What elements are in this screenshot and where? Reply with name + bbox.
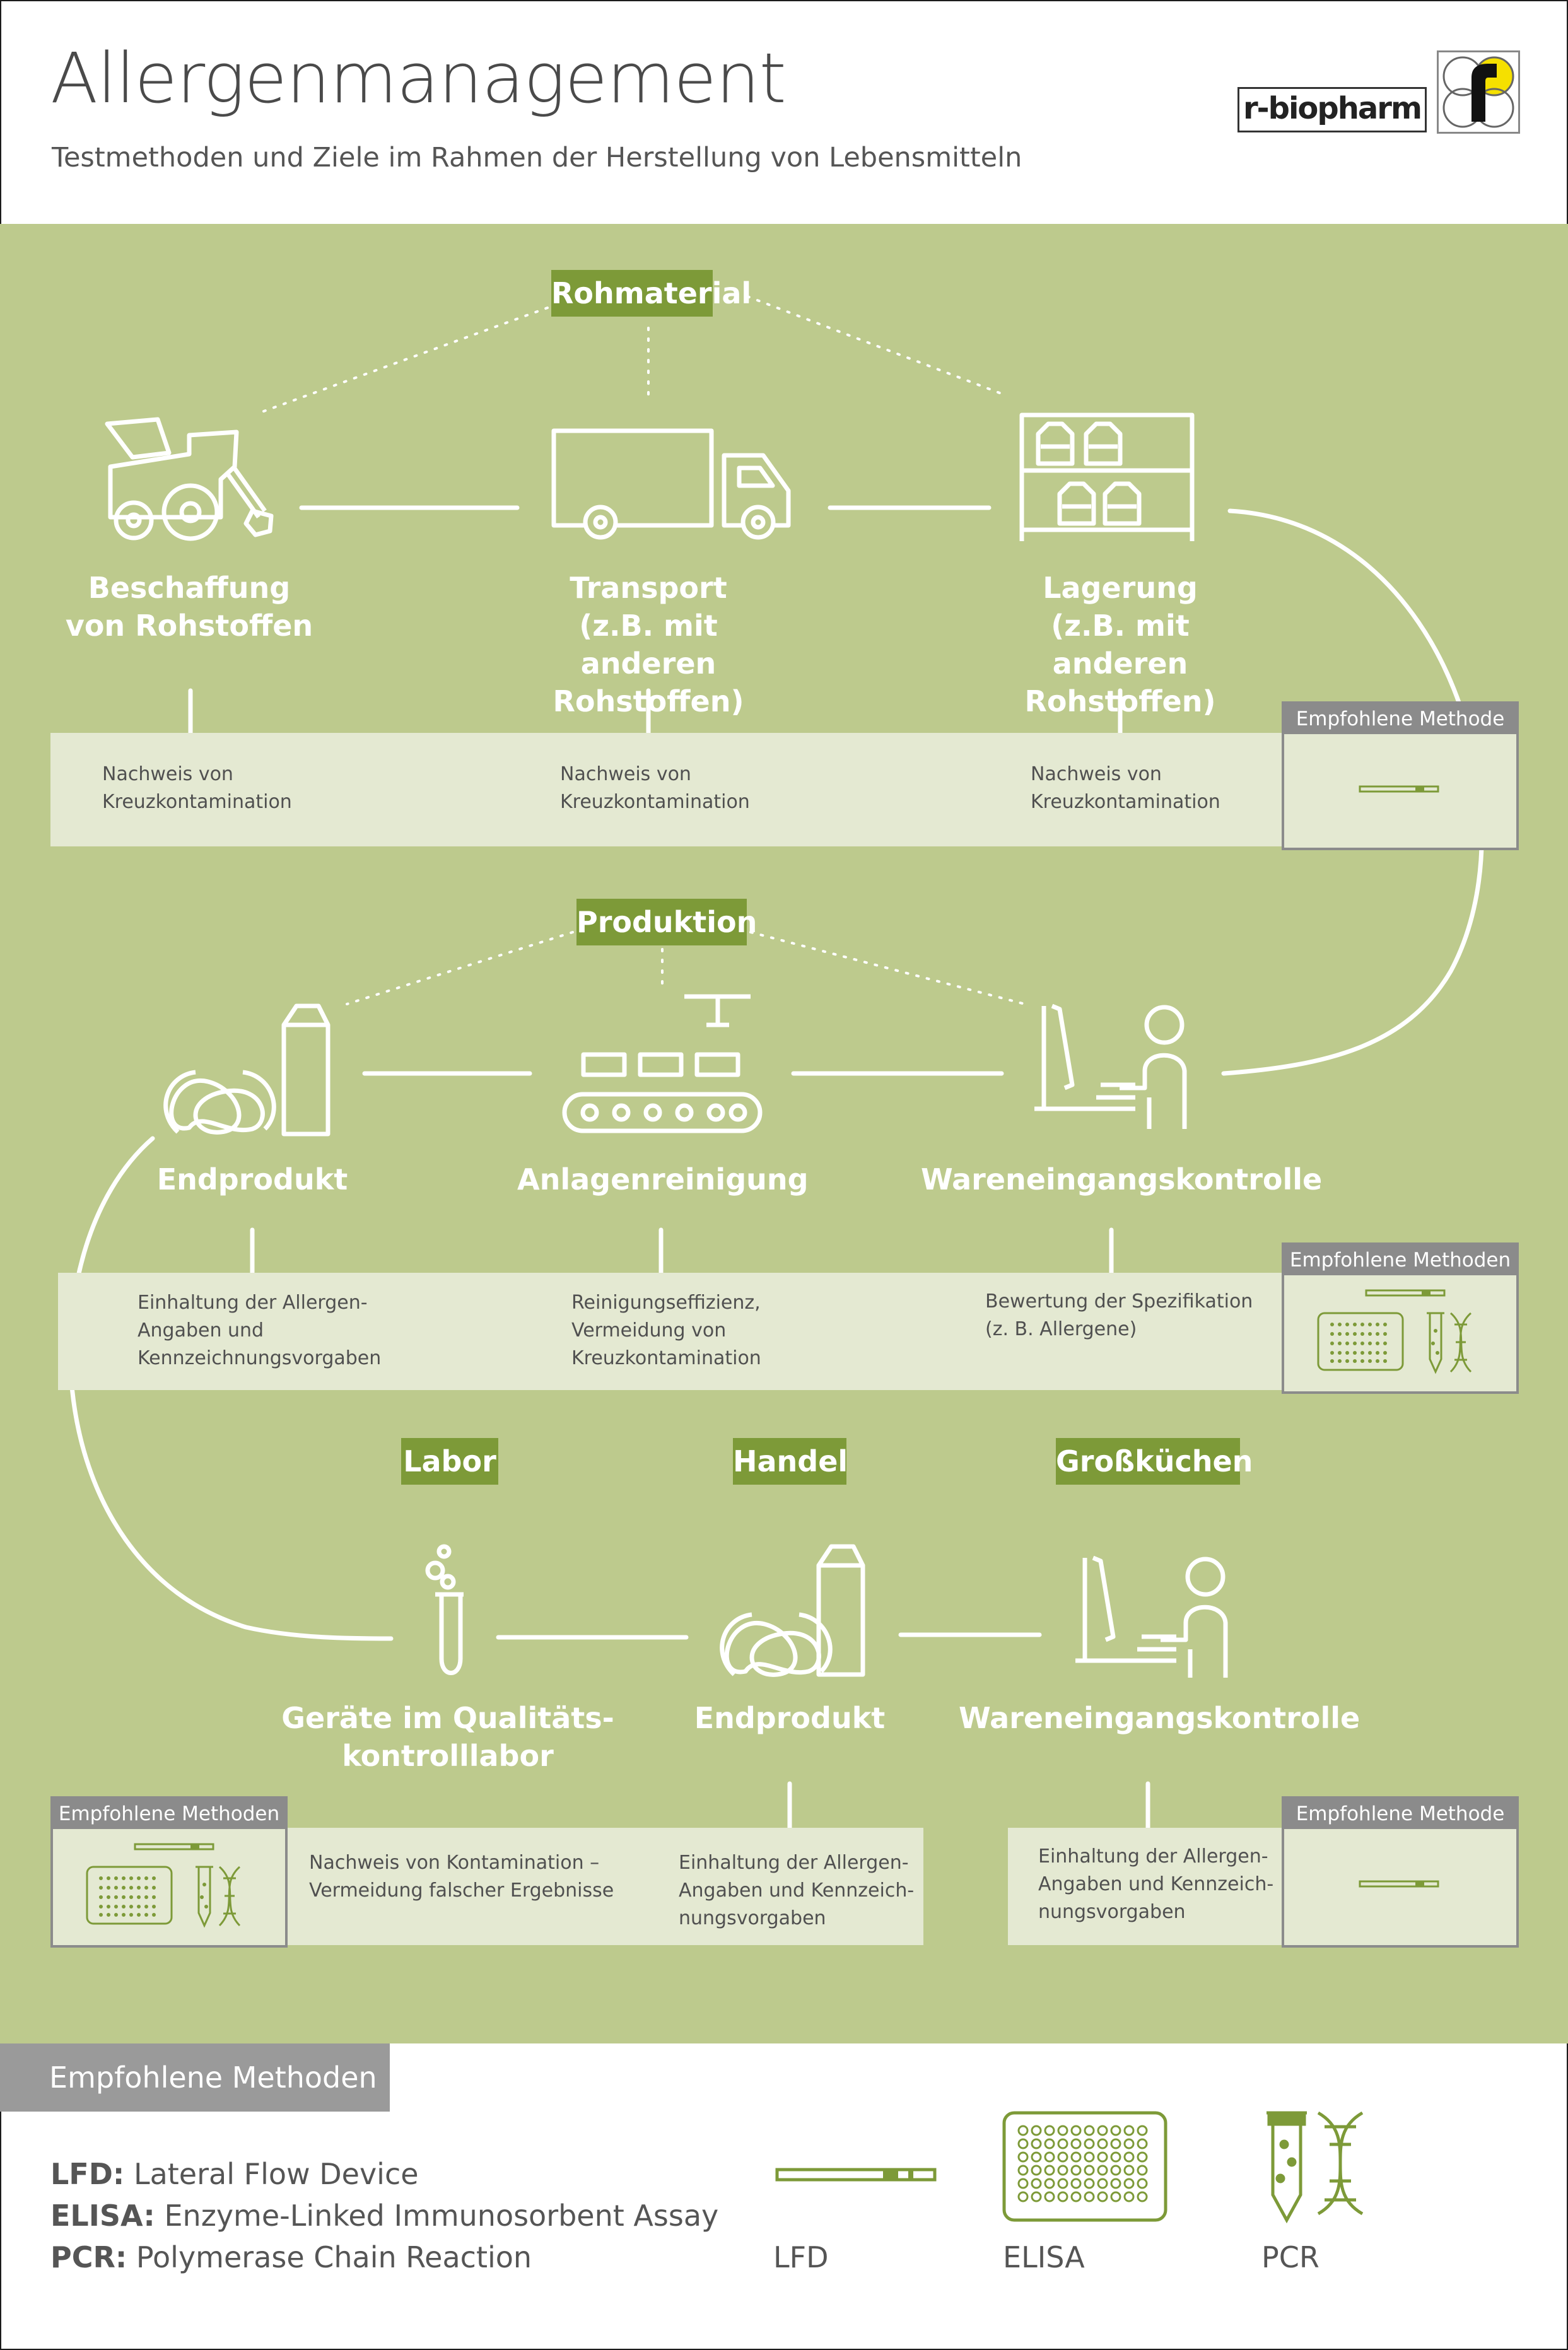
tag-produktion: Produktion (576, 899, 757, 945)
worker-desk-icon-2 (1075, 1555, 1228, 1678)
notes-band-row2 (58, 1273, 1288, 1390)
worker-desk-icon (1034, 1003, 1187, 1129)
pcr-tube-dna-icon (1267, 2111, 1364, 2224)
tag-grosskuechen: Großküchen (1056, 1438, 1253, 1485)
page-subtitle: Testmethoden und Ziele im Rahmen der Her… (52, 142, 1022, 173)
method-box-row1: Empfohlene Methode (1282, 701, 1519, 850)
stage-geraete-qualitaetskontrolllabor: Geräte im Qualitäts- kontrolllabor (281, 1701, 614, 1773)
method-icons-lfd-elisa-pcr (1317, 1289, 1472, 1374)
tag-handel: Handel (733, 1438, 848, 1485)
method-box-heading: Empfohlene Methoden (53, 1799, 285, 1829)
stage-transport: Transport (z.B. mit anderen Rohstoffen) (553, 571, 744, 718)
lfd-icon (1359, 1880, 1439, 1888)
legend-text: Lateral Flow Device (133, 2157, 419, 2191)
legend-caption-pcr: PCR (1261, 2240, 1319, 2274)
brand-logo-text: r-biopharm (1237, 87, 1427, 132)
stage-wareneingangskontrolle-2: Wareneingangskontrolle (959, 1701, 1360, 1735)
notes-band-row3-left (280, 1828, 923, 1945)
legend-item-elisa: ELISA: Enzyme-Linked Immunosorbent Assay (50, 2199, 718, 2233)
legend-abbr: LFD: (50, 2157, 125, 2191)
legend-text: Polymerase Chain Reaction (136, 2240, 532, 2274)
lfd-icon (1359, 785, 1439, 793)
stage-beschaffung: Beschaffung von Rohstoffen (65, 571, 313, 643)
method-icons-lfd-elisa-pcr (86, 1843, 241, 1928)
conveyor-belt-icon (562, 994, 763, 1133)
note-row1-transport: Nachweis von Kreuzkontamination (560, 763, 750, 813)
notes-band-row3-right (1008, 1828, 1285, 1945)
method-box-row2: Empfohlene Methoden (1282, 1242, 1519, 1394)
test-tube-icon (425, 1544, 464, 1675)
legend-abbr: ELISA: (50, 2199, 155, 2233)
note-row3-grosskuechen: Einhaltung der Allergen- Angaben und Ken… (1038, 1845, 1274, 1923)
stage-endprodukt-2: Endprodukt (694, 1701, 886, 1735)
elisa-plate-icon (1002, 2111, 1167, 2222)
note-row1-lagerung: Nachweis von Kreuzkontamination (1031, 763, 1220, 813)
legend-item-lfd: LFD: Lateral Flow Device (50, 2157, 419, 2191)
note-row2-wareneingang: Bewertung der Spezifikation (z. B. Aller… (985, 1290, 1253, 1340)
legend-caption-elisa: ELISA (1003, 2240, 1085, 2274)
tag-labor: Labor (401, 1438, 498, 1485)
stage-endprodukt-1: Endprodukt (156, 1162, 348, 1196)
stage-anlagenreinigung: Anlagenreinigung (517, 1162, 809, 1196)
brand-logo-icon (1437, 50, 1520, 134)
legend-heading: Empfohlene Methoden (0, 2043, 390, 2112)
legend-text: Enzyme-Linked Immunosorbent Assay (164, 2199, 719, 2233)
page-title: Allergenmanagement (50, 38, 787, 119)
method-box-heading: Empfohlene Methode (1284, 704, 1516, 734)
legend-item-pcr: PCR: Polymerase Chain Reaction (50, 2240, 532, 2274)
note-row2-anlagenreinigung: Reinigungseffizienz, Vermeidung von Kreu… (571, 1292, 761, 1369)
legend-caption-lfd: LFD (773, 2240, 829, 2274)
legend-abbr: PCR: (50, 2240, 127, 2274)
note-row1-beschaffung: Nachweis von Kreuzkontamination (102, 763, 292, 813)
pretzel-milk-icon (163, 1003, 331, 1137)
method-box-heading: Empfohlene Methode (1284, 1799, 1516, 1829)
method-box-row3-left: Empfohlene Methoden (50, 1796, 288, 1948)
note-row3-labor: Nachweis von Kontamination – Vermeidung … (309, 1852, 614, 1902)
stage-lagerung: Lagerung (z.B. mit anderen Rohstoffen) (1024, 571, 1216, 718)
method-box-heading: Empfohlene Methoden (1284, 1245, 1516, 1275)
note-row2-endprodukt: Einhaltung der Allergen- Angaben und Ken… (137, 1292, 382, 1369)
notes-band-row1 (50, 733, 1287, 846)
note-row3-handel: Einhaltung der Allergen- Angaben und Ken… (679, 1852, 915, 1929)
lfd-icon (775, 2168, 937, 2182)
method-box-row3-right: Empfohlene Methode (1282, 1796, 1519, 1948)
storage-shelf-icon (1019, 412, 1195, 541)
excavator-icon (105, 417, 274, 541)
truck-icon (551, 428, 791, 540)
stage-wareneingangskontrolle-1: Wareneingangskontrolle (921, 1162, 1323, 1196)
pretzel-milk-icon-2 (720, 1544, 865, 1677)
